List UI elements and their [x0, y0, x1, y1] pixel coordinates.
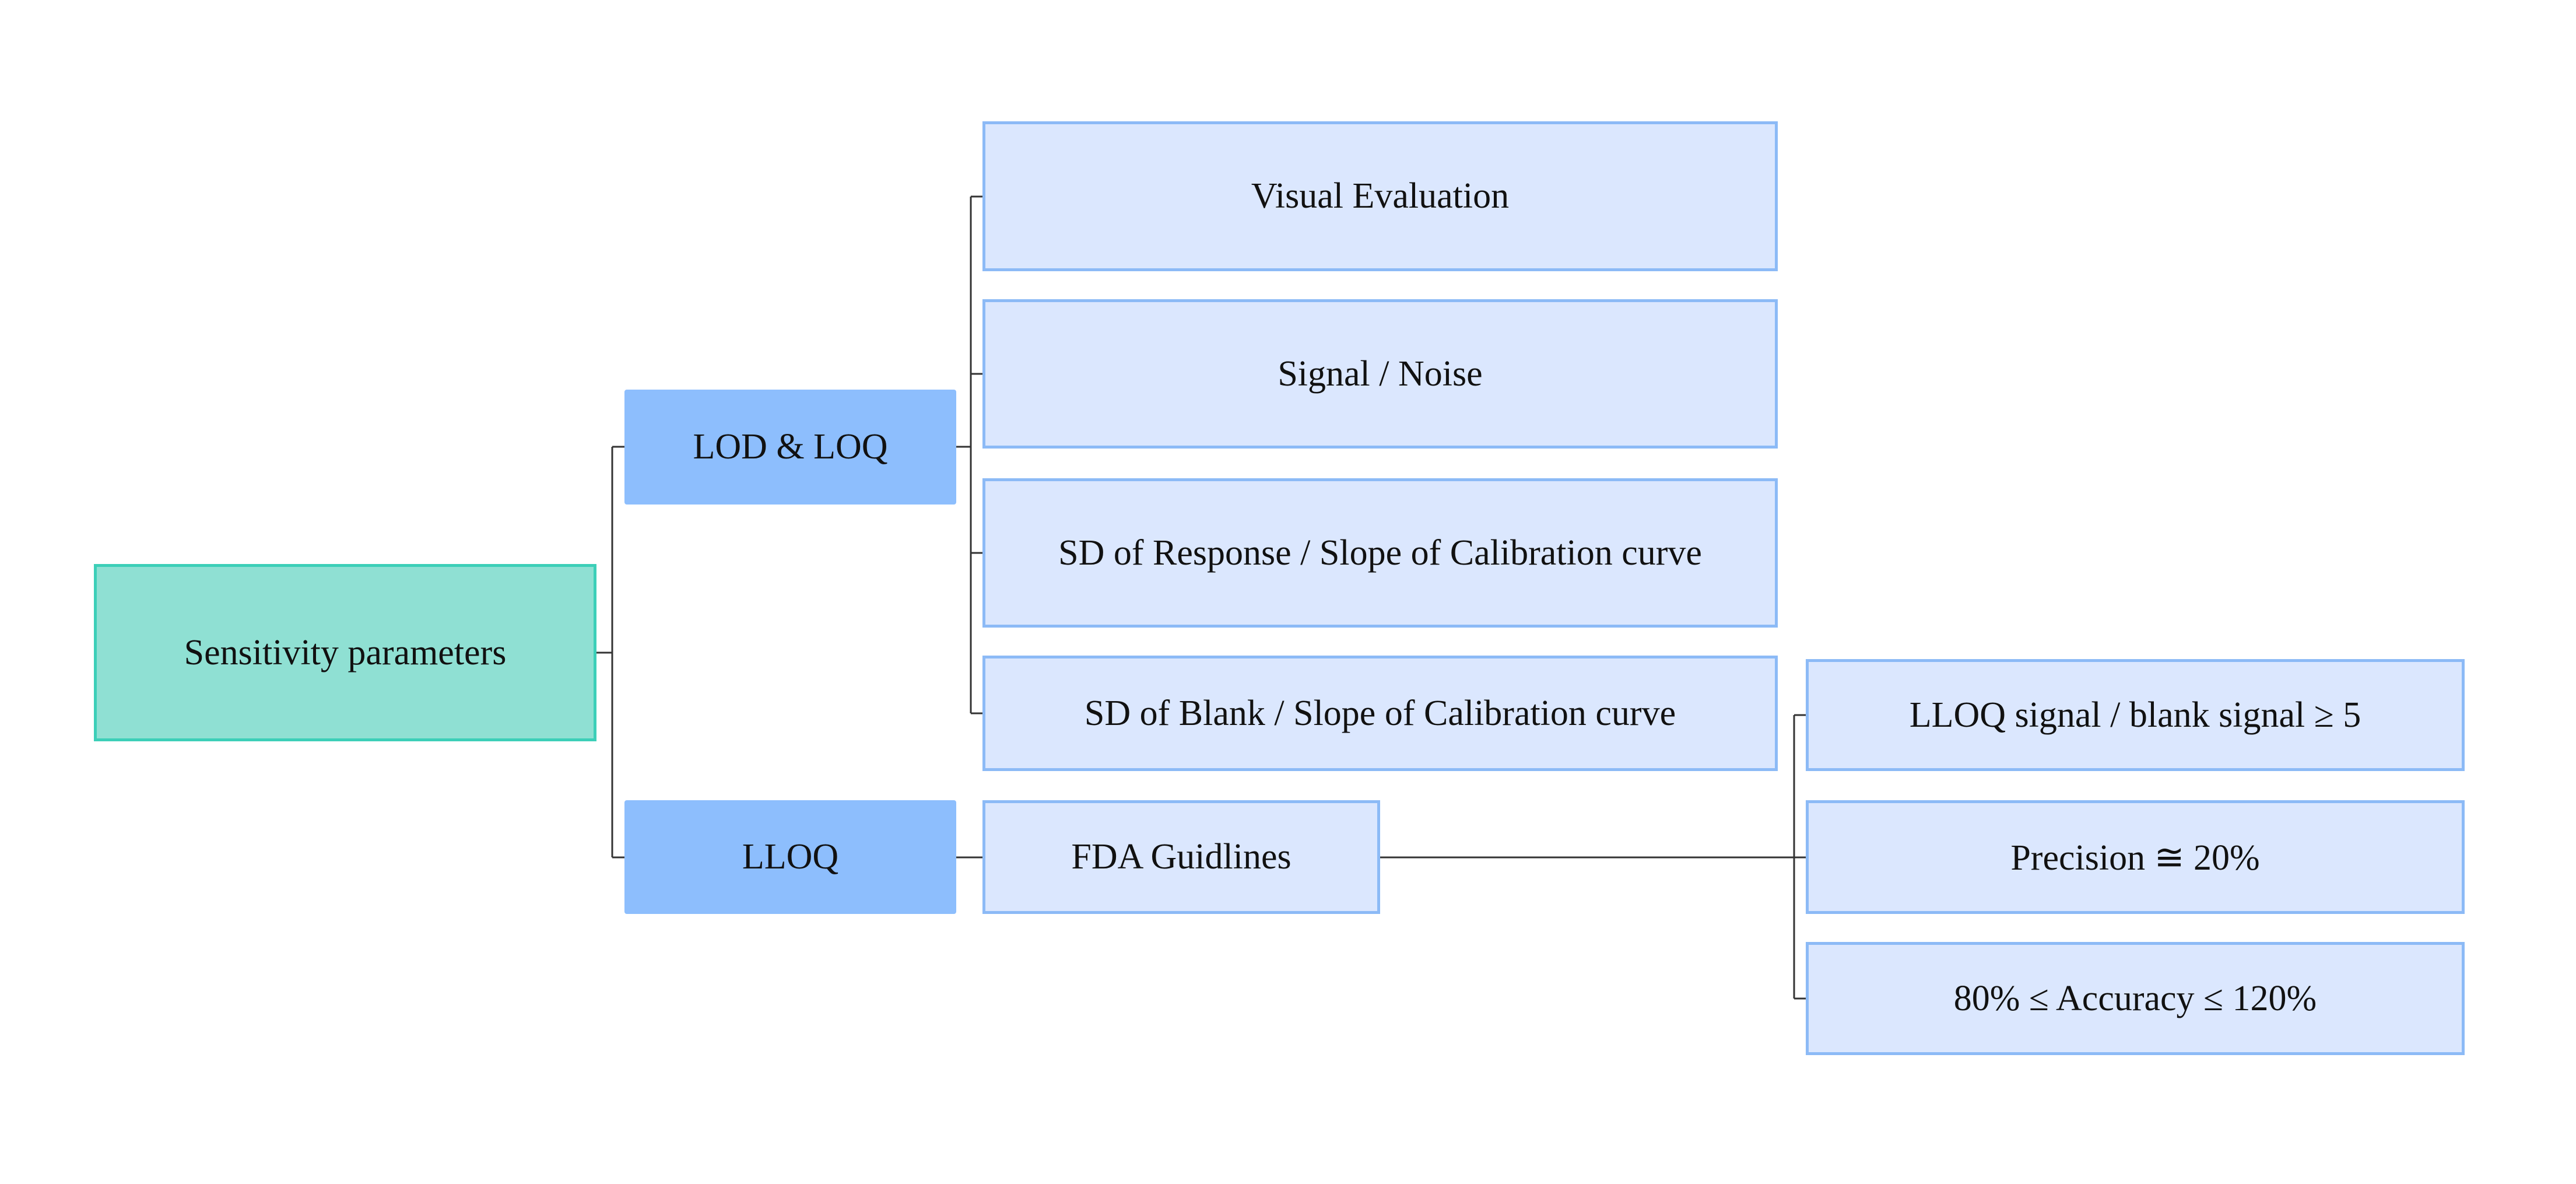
- node-lloq-label: LLOQ: [742, 837, 839, 877]
- node-signal-noise[interactable]: Signal / Noise: [982, 299, 1778, 449]
- node-fda-guidelines-label: FDA Guidlines: [1071, 837, 1291, 877]
- node-visual-evaluation[interactable]: Visual Evaluation: [982, 121, 1778, 271]
- node-visual-evaluation-label: Visual Evaluation: [1251, 176, 1510, 216]
- node-accuracy[interactable]: 80% ≤ Accuracy ≤ 120%: [1806, 942, 2465, 1055]
- node-lod-loq[interactable]: LOD & LOQ: [624, 390, 956, 505]
- node-sd-blank-slope[interactable]: SD of Blank / Slope of Calibration curve: [982, 656, 1778, 771]
- node-sd-blank-slope-label: SD of Blank / Slope of Calibration curve: [1084, 693, 1676, 733]
- node-fda-guidelines[interactable]: FDA Guidlines: [982, 800, 1380, 914]
- root-label: Sensitivity parameters: [184, 632, 507, 672]
- node-lloq-signal-ratio-label: LLOQ signal / blank signal ≥ 5: [1909, 695, 2361, 735]
- node-sd-response-slope[interactable]: SD of Response / Slope of Calibration cu…: [982, 478, 1778, 628]
- node-lod-loq-label: LOD & LOQ: [693, 427, 888, 467]
- node-lloq-signal-ratio[interactable]: LLOQ signal / blank signal ≥ 5: [1806, 659, 2465, 771]
- node-sd-response-slope-label: SD of Response / Slope of Calibration cu…: [1058, 533, 1702, 573]
- node-precision-label: Precision ≅ 20%: [2010, 838, 2260, 878]
- node-lloq[interactable]: LLOQ: [624, 800, 956, 914]
- node-precision[interactable]: Precision ≅ 20%: [1806, 800, 2465, 914]
- node-signal-noise-label: Signal / Noise: [1278, 353, 1483, 394]
- root-node-sensitivity-parameters[interactable]: Sensitivity parameters: [94, 564, 596, 741]
- node-accuracy-label: 80% ≤ Accuracy ≤ 120%: [1953, 978, 2317, 1018]
